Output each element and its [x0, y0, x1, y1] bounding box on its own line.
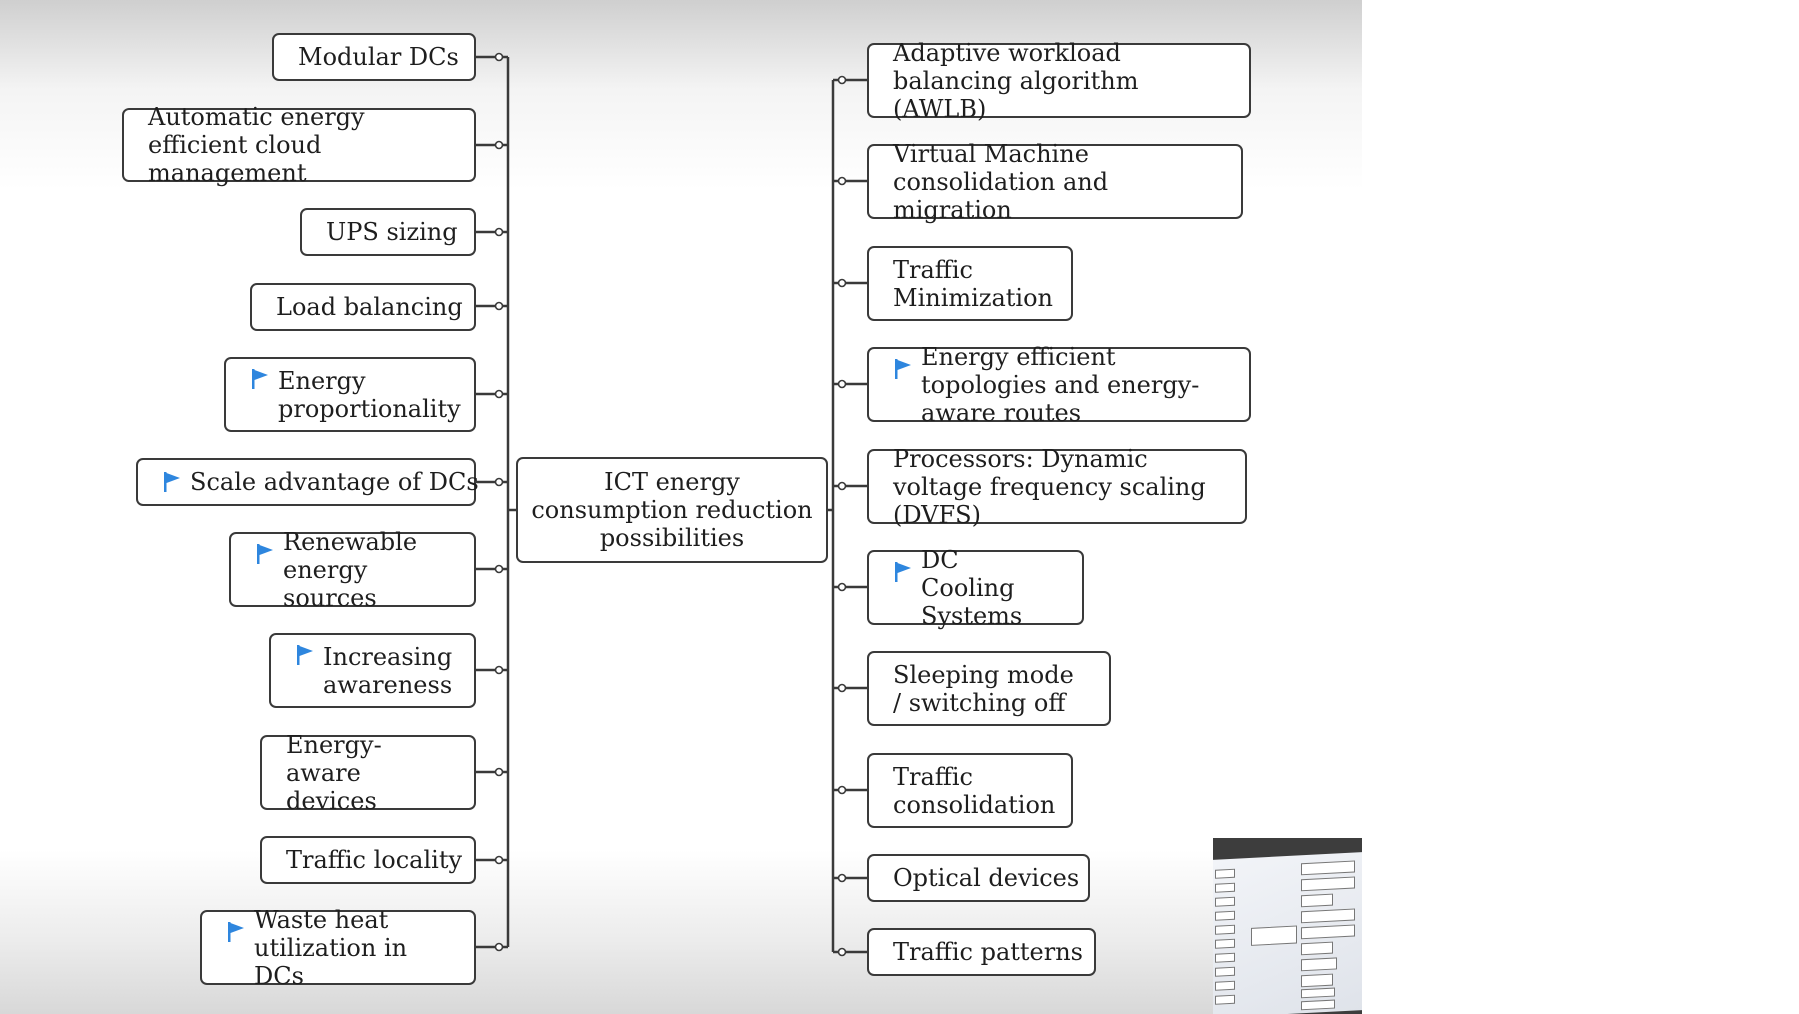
left-node-waste-heat-utilization: Waste heat utilization in DCs [200, 906, 476, 990]
node-label: Traffic consolidation [893, 762, 1056, 819]
connector-dot [494, 665, 504, 675]
node-label: Energy proportionality [278, 366, 461, 423]
node-label: Traffic patterns [893, 938, 1083, 966]
node-label: Renewable energy sources [283, 527, 418, 612]
flag-icon [252, 369, 268, 389]
right-node-traffic-minimization: Traffic Minimization [867, 246, 1073, 321]
left-node-ups-sizing: UPS sizing [300, 208, 476, 256]
right-node-traffic-patterns: Traffic patterns [867, 928, 1096, 976]
left-node-energy-proportionality: Energy proportionality [224, 357, 476, 432]
right-node-dc-cooling-systems: DC Cooling Systems [867, 546, 1084, 630]
right-node-traffic-consolidation: Traffic consolidation [867, 753, 1073, 828]
right-node-optical-devices: Optical devices [867, 854, 1090, 902]
node-label: Optical devices [893, 864, 1080, 892]
center-node-label: ICT energy consumption reduction possibi… [531, 468, 813, 552]
connector-dot [494, 767, 504, 777]
connector-dot [837, 785, 847, 795]
right-node-adaptive-workload-balancing: Adaptive workload balancing algorithm (A… [867, 39, 1251, 123]
node-label: Energy efficient topologies and energy-a… [921, 342, 1200, 427]
connector-dot [837, 947, 847, 957]
node-label: Sleeping mode / switching off [893, 660, 1074, 717]
flag-icon [297, 645, 313, 665]
connector-dot [837, 278, 847, 288]
node-label: Adaptive workload balancing algorithm (A… [893, 38, 1139, 123]
flag-icon [228, 922, 244, 942]
node-label: Waste heat utilization in DCs [254, 905, 408, 990]
connector-dot [494, 140, 504, 150]
left-node-automatic-cloud-management: Automatic energy efficient cloud managem… [122, 103, 476, 187]
left-node-renewable-energy-sources: Renewable energy sources [229, 528, 476, 612]
connector-dot [494, 564, 504, 574]
connector-dot [494, 477, 504, 487]
connector-dot [837, 379, 847, 389]
left-node-scale-advantage-of-dcs: Scale advantage of DCs [136, 458, 479, 506]
node-label: Traffic locality [286, 846, 463, 874]
connector-dot [837, 873, 847, 883]
left-node-load-balancing: Load balancing [250, 283, 476, 331]
right-node-sleeping-mode: Sleeping mode / switching off [867, 651, 1111, 726]
connector-dot [837, 481, 847, 491]
presenter-camera-thumbnail [1213, 838, 1362, 1014]
node-label: Energy-aware devices [286, 730, 382, 815]
connector-dot [837, 75, 847, 85]
center-node: ICT energy consumption reduction possibi… [516, 457, 828, 563]
left-node-energy-aware-devices: Energy-aware devices [260, 731, 476, 815]
node-label: Scale advantage of DCs [190, 468, 479, 496]
connector-dot [494, 227, 504, 237]
node-label: Load balancing [276, 293, 463, 321]
slide: ICT energy consumption reduction possibi… [0, 0, 1362, 1014]
thumbnail-slide-image [1213, 852, 1362, 1014]
right-node-energy-efficient-topologies: Energy efficient topologies and energy-a… [867, 343, 1251, 427]
node-label: Processors: Dynamic voltage frequency sc… [893, 444, 1206, 529]
node-label: Traffic Minimization [893, 255, 1053, 312]
flag-icon [895, 359, 911, 379]
connector-dot [837, 582, 847, 592]
connector-dot [494, 942, 504, 952]
right-node-processors-dvfs: Processors: Dynamic voltage frequency sc… [867, 445, 1247, 529]
left-node-traffic-locality: Traffic locality [260, 836, 476, 884]
connector-dot [494, 301, 504, 311]
node-label: Virtual Machine consolidation and migrat… [893, 139, 1109, 224]
node-label: UPS sizing [326, 218, 458, 246]
left-node-increasing-awareness: Increasing awareness [269, 633, 476, 708]
connector-dot [494, 52, 504, 62]
connector-dot [494, 389, 504, 399]
connector-dot [837, 176, 847, 186]
node-label: DC Cooling Systems [921, 545, 1023, 630]
connector-lines [476, 52, 867, 957]
connector-dot [494, 855, 504, 865]
node-label: Automatic energy efficient cloud managem… [148, 103, 365, 187]
left-node-modular-dcs: Modular DCs [272, 33, 476, 81]
flag-icon [895, 562, 911, 582]
node-label: Increasing awareness [323, 642, 453, 699]
flag-icon [164, 472, 180, 492]
right-node-vm-consolidation-migration: Virtual Machine consolidation and migrat… [867, 140, 1243, 224]
connector-dot [837, 683, 847, 693]
flag-icon [257, 544, 273, 564]
node-label: Modular DCs [298, 43, 459, 71]
